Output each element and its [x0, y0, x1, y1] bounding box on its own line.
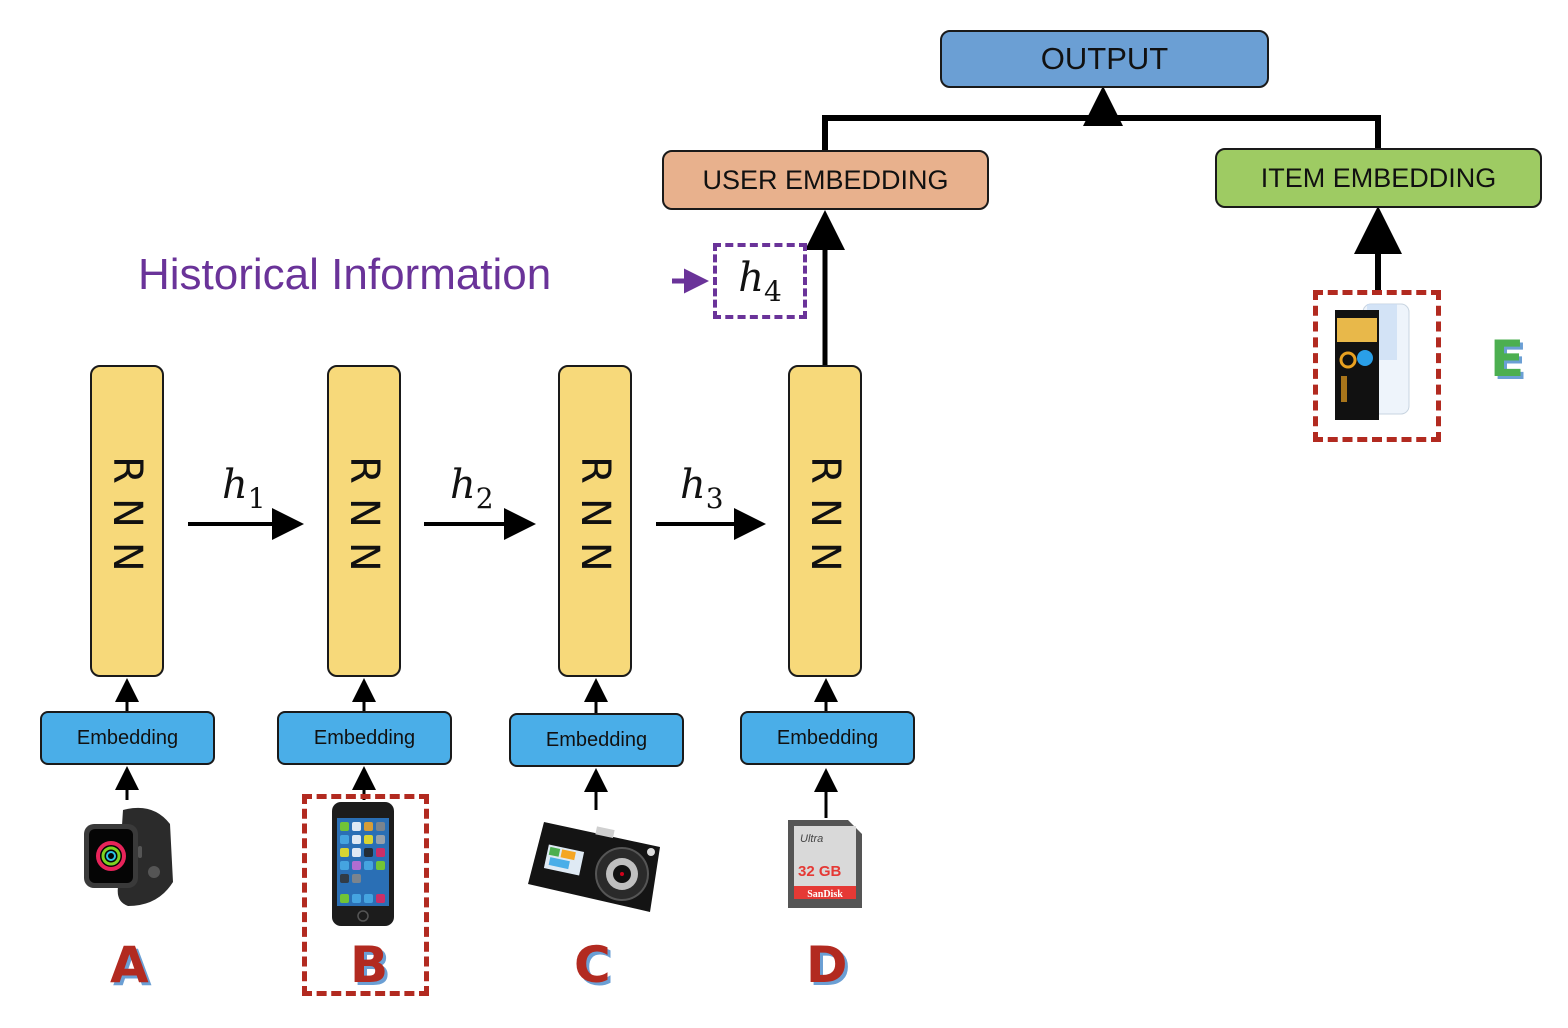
sd-card-capacity: 32 GB — [798, 863, 842, 880]
rnn-cell-3: RNN — [558, 365, 632, 677]
h4-box: h4 — [713, 243, 807, 319]
digital-camera-icon — [528, 822, 660, 912]
item-label-e: E — [1490, 330, 1525, 388]
embedding-node-c: Embedding — [509, 713, 684, 767]
sd-card-brand: SanDisk — [807, 889, 843, 900]
user-embedding-node: USER EMBEDDING — [662, 150, 989, 210]
rnn-cell-2: RNN — [327, 365, 401, 677]
h3-label: h3 — [680, 462, 724, 515]
embedding-node-d: Embedding — [740, 711, 915, 765]
embedding-node-b: Embedding — [277, 711, 452, 765]
item-label-a: A — [110, 936, 149, 994]
rnn-label: RNN — [802, 456, 849, 586]
item-label-d: D — [806, 936, 848, 994]
rnn-cell-1: RNN — [90, 365, 164, 677]
item-label-b: B — [350, 936, 389, 994]
user-to-output-line — [822, 115, 1381, 150]
rnn-cell-4: RNN — [788, 365, 862, 677]
sd-card-line: Ultra — [800, 833, 823, 845]
embedding-node-a: Embedding — [40, 711, 215, 765]
item-label-c: C — [574, 936, 611, 994]
screen-protector-icon — [1335, 303, 1410, 420]
highlight-box-e — [1313, 290, 1441, 442]
rnn-label: RNN — [341, 456, 388, 586]
h1-label: h1 — [222, 462, 266, 515]
highlight-box-b — [302, 794, 429, 996]
h2-label: h2 — [450, 462, 494, 515]
smartwatch-icon — [84, 807, 173, 906]
rnn-label: RNN — [572, 456, 619, 586]
historical-information-label: Historical Information — [138, 250, 552, 299]
user-embedding-label: USER EMBEDDING — [702, 164, 949, 195]
h4-label: h4 — [738, 254, 782, 308]
item-embedding-node: ITEM EMBEDDING — [1215, 148, 1542, 208]
sd-card-icon: Ultra 32 GB SanDisk — [788, 820, 862, 908]
output-node: OUTPUT — [940, 30, 1269, 88]
rnn-label: RNN — [104, 456, 151, 586]
smartphone-icon — [332, 802, 394, 926]
item-embedding-label: ITEM EMBEDDING — [1260, 162, 1497, 193]
output-label: OUTPUT — [1040, 41, 1169, 76]
